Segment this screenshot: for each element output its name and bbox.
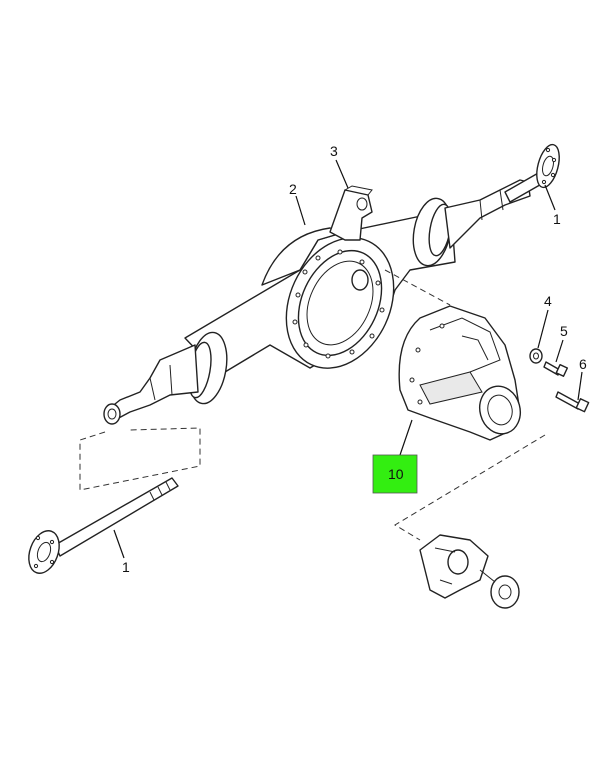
- differential-gear-assembly: [419, 534, 520, 609]
- leader-5: [555, 339, 564, 363]
- callout-5[interactable]: 5: [560, 323, 568, 339]
- bolt-long[interactable]: [555, 391, 590, 413]
- callout-10-highlight[interactable]: [372, 454, 418, 494]
- callout-4[interactable]: 4: [544, 293, 552, 309]
- callout-1-right[interactable]: 1: [553, 211, 561, 227]
- callout-2[interactable]: 2: [289, 181, 297, 197]
- callout-10[interactable]: 10: [388, 466, 404, 482]
- leader-4: [537, 309, 549, 349]
- callout-3[interactable]: 3: [330, 143, 338, 159]
- leader-10: [399, 419, 413, 456]
- assembly-line-carrier-top: [384, 269, 451, 306]
- bracket[interactable]: [329, 185, 373, 241]
- leader-1-right: [544, 184, 556, 211]
- axle-shaft-left[interactable]: [23, 477, 179, 577]
- left-spindle: [103, 331, 228, 425]
- differential-carrier[interactable]: [398, 305, 525, 441]
- washer[interactable]: [529, 348, 543, 364]
- assembly-line-left: [79, 427, 201, 491]
- leader-1-left: [113, 529, 125, 559]
- axle-shaft-right[interactable]: [504, 142, 563, 203]
- callout-1-left[interactable]: 1: [122, 559, 130, 575]
- bolt-short[interactable]: [543, 361, 569, 377]
- leader-2: [295, 195, 306, 226]
- assembly-line-carrier-bottom: [394, 434, 546, 541]
- axle-housing[interactable]: [184, 211, 456, 386]
- callout-6[interactable]: 6: [579, 356, 587, 372]
- leader-6: [577, 371, 583, 401]
- leader-3: [335, 159, 349, 189]
